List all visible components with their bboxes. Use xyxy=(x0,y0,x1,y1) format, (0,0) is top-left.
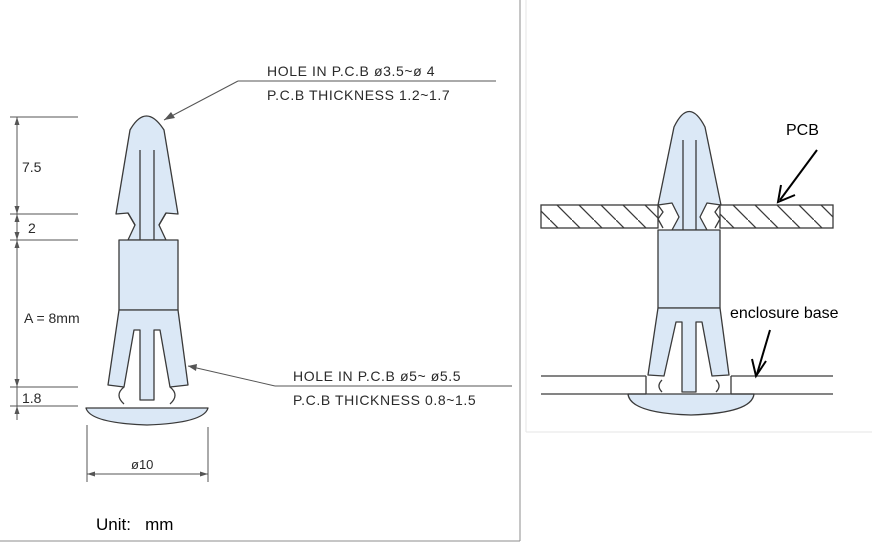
spacer-part-left xyxy=(85,115,209,426)
left-panel: 7.5 2 A = 8mm 1.8 ø10 HOLE IN P.C.B ø3.5… xyxy=(0,0,521,542)
enclosure-arrow xyxy=(751,329,771,379)
pcb-label: PCB xyxy=(786,122,819,139)
spacer-part-right xyxy=(627,110,755,416)
unit-label: Unit: mm xyxy=(96,515,173,534)
dimension-arrows xyxy=(14,117,20,414)
callout-bottom: HOLE IN P.C.B ø5~ ø5.5 P.C.B THICKNESS 0… xyxy=(187,364,512,408)
dim-top-label: 7.5 xyxy=(22,159,42,175)
pcb-arrow xyxy=(776,149,818,204)
callout-top: HOLE IN P.C.B ø3.5~ø 4 P.C.B THICKNESS 1… xyxy=(163,63,496,121)
base-arrow-right xyxy=(200,471,208,477)
callout-top-line1: HOLE IN P.C.B ø3.5~ø 4 xyxy=(267,63,435,79)
dim-bottom-label: 1.8 xyxy=(22,390,42,406)
enclosure-base xyxy=(541,375,833,395)
base-arrow-left xyxy=(87,471,95,477)
right-panel: PCB enclosure base xyxy=(525,0,872,433)
callout-bottom-line1: HOLE IN P.C.B ø5~ ø5.5 xyxy=(293,368,461,384)
enclosure-base-label: enclosure base xyxy=(730,305,839,322)
dim-base-label: ø10 xyxy=(131,457,153,472)
callout-bottom-line2: P.C.B THICKNESS 0.8~1.5 xyxy=(293,392,476,408)
dim-body-label: A = 8mm xyxy=(24,310,80,326)
callout-top-line2: P.C.B THICKNESS 1.2~1.7 xyxy=(267,87,450,103)
pcb-board xyxy=(540,204,834,229)
dim-neck-label: 2 xyxy=(28,220,36,236)
extension-lines xyxy=(10,116,209,482)
